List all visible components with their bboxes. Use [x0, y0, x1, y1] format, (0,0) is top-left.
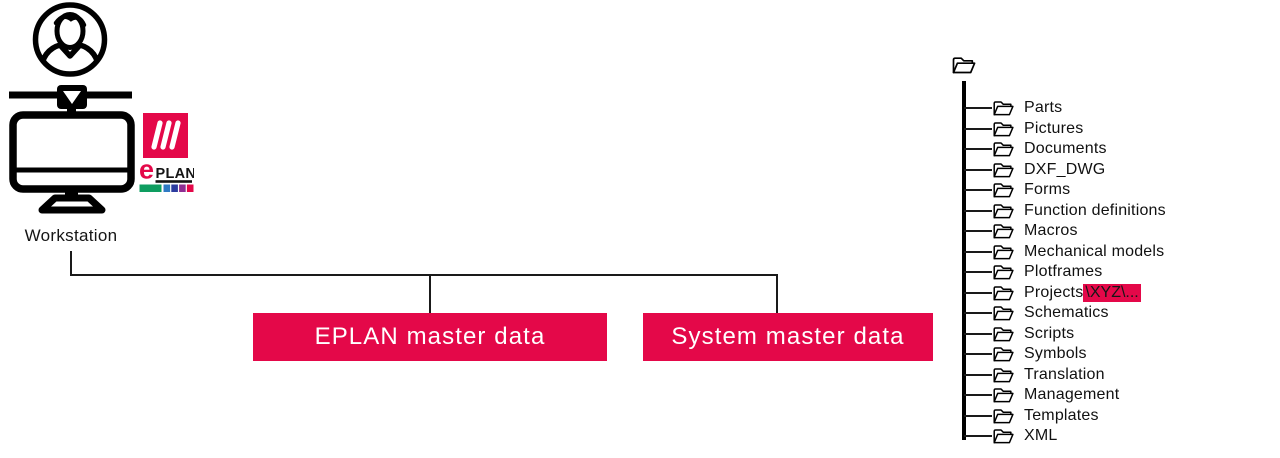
- folder-label: DXF_DWG: [1024, 161, 1106, 178]
- folder-label: Templates: [1024, 407, 1099, 424]
- tree-trunk-line: [962, 81, 966, 440]
- tree-item-projects: Projects\XYZ\...: [964, 283, 1141, 303]
- tree-item-forms: Forms: [964, 180, 1070, 200]
- tree-branch-line: [964, 189, 992, 191]
- eplan-master-data-box: EPLAN master data: [253, 313, 607, 361]
- tree-branch-line: [964, 271, 992, 273]
- tree-item-symbols: Symbols: [964, 344, 1087, 364]
- folder-icon: [992, 120, 1015, 138]
- eplan-master-data-label: EPLAN master data: [314, 323, 546, 350]
- eplan-logo-plan: PLAN: [156, 166, 195, 182]
- folder-label: Macros: [1024, 222, 1078, 239]
- user-avatar-icon: [32, 2, 108, 77]
- tree-branch-line: [964, 148, 992, 150]
- folder-label: XML: [1024, 427, 1058, 444]
- tree-item-scripts: Scripts: [964, 324, 1074, 344]
- folder-label: Plotframes: [1024, 263, 1103, 280]
- folder-label: Mechanical models: [1024, 243, 1165, 260]
- folder-label: Management: [1024, 386, 1120, 403]
- tree-item-templates: Templates: [964, 406, 1099, 426]
- tree-item-management: Management: [964, 385, 1119, 405]
- root-folder-icon: [951, 54, 977, 76]
- tree-branch-line: [964, 312, 992, 314]
- folder-label-highlight: \XYZ\...: [1083, 284, 1141, 302]
- tree-branch-line: [964, 128, 992, 130]
- eplan-logo: e PLAN: [139, 113, 195, 192]
- folder-icon: [992, 161, 1015, 179]
- connector-workstation-down: [70, 251, 72, 276]
- tree-item-dxf-dwg: DXF_DWG: [964, 160, 1105, 180]
- folder-icon: [992, 202, 1015, 220]
- folder-icon: [992, 99, 1015, 117]
- eplan-logo-underline: [155, 180, 192, 183]
- tree-branch-line: [964, 415, 992, 417]
- tree-branch-line: [964, 435, 992, 437]
- folder-icon: [992, 181, 1015, 199]
- folder-label: Forms: [1024, 181, 1071, 198]
- folder-icon: [992, 263, 1015, 281]
- folder-label: Parts: [1024, 99, 1063, 116]
- monitor-network-icon: [9, 85, 135, 214]
- tree-branch-line: [964, 230, 992, 232]
- tree-branch-line: [964, 374, 992, 376]
- folder-icon: [992, 140, 1015, 158]
- folder-icon: [992, 407, 1015, 425]
- folder-icon: [992, 284, 1015, 302]
- folder-icon: [992, 222, 1015, 240]
- tree-item-parts: Parts: [964, 98, 1062, 118]
- folder-icon: [992, 304, 1015, 322]
- tree-branch-line: [964, 292, 992, 294]
- tree-item-function-definitions: Function definitions: [964, 201, 1166, 221]
- folder-icon: [992, 243, 1015, 261]
- folder-icon: [992, 325, 1015, 343]
- connector-horizontal: [70, 274, 778, 276]
- folder-label: Documents: [1024, 140, 1107, 157]
- folder-label: Schematics: [1024, 304, 1109, 321]
- tree-item-documents: Documents: [964, 139, 1107, 159]
- folder-label: Function definitions: [1024, 202, 1166, 219]
- tree-item-schematics: Schematics: [964, 303, 1109, 323]
- tree-branch-line: [964, 394, 992, 396]
- tree-branch-line: [964, 353, 992, 355]
- workstation-label: Workstation: [24, 226, 118, 245]
- system-master-data-label: System master data: [671, 323, 905, 350]
- folder-label: Scripts: [1024, 325, 1075, 342]
- tree-branch-line: [964, 251, 992, 253]
- tree-branch-line: [964, 107, 992, 109]
- folder-icon: [992, 345, 1015, 363]
- connector-drop-system-box: [776, 275, 778, 313]
- eplan-logo-color-bar: [139, 184, 194, 192]
- system-master-data-box: System master data: [643, 313, 933, 361]
- eplan-logo-e: e: [139, 155, 154, 185]
- eplan-slashes-icon: [151, 120, 181, 150]
- tree-item-pictures: Pictures: [964, 119, 1083, 139]
- folder-label: Symbols: [1024, 345, 1087, 362]
- tree-branch-line: [964, 210, 992, 212]
- folder-icon: [992, 366, 1015, 384]
- connector-drop-eplan-box: [429, 275, 431, 313]
- tree-branch-line: [964, 333, 992, 335]
- folder-icon: [992, 386, 1015, 404]
- tree-item-mechanical-models: Mechanical models: [964, 242, 1164, 262]
- folder-icon: [992, 427, 1015, 445]
- tree-branch-line: [964, 169, 992, 171]
- tree-item-plotframes: Plotframes: [964, 262, 1102, 282]
- tree-item-macros: Macros: [964, 221, 1078, 241]
- folder-label: Projects: [1024, 284, 1084, 301]
- folder-label: Pictures: [1024, 120, 1084, 137]
- folder-label: Translation: [1024, 366, 1105, 383]
- tree-item-xml: XML: [964, 426, 1058, 446]
- tree-item-translation: Translation: [964, 365, 1105, 385]
